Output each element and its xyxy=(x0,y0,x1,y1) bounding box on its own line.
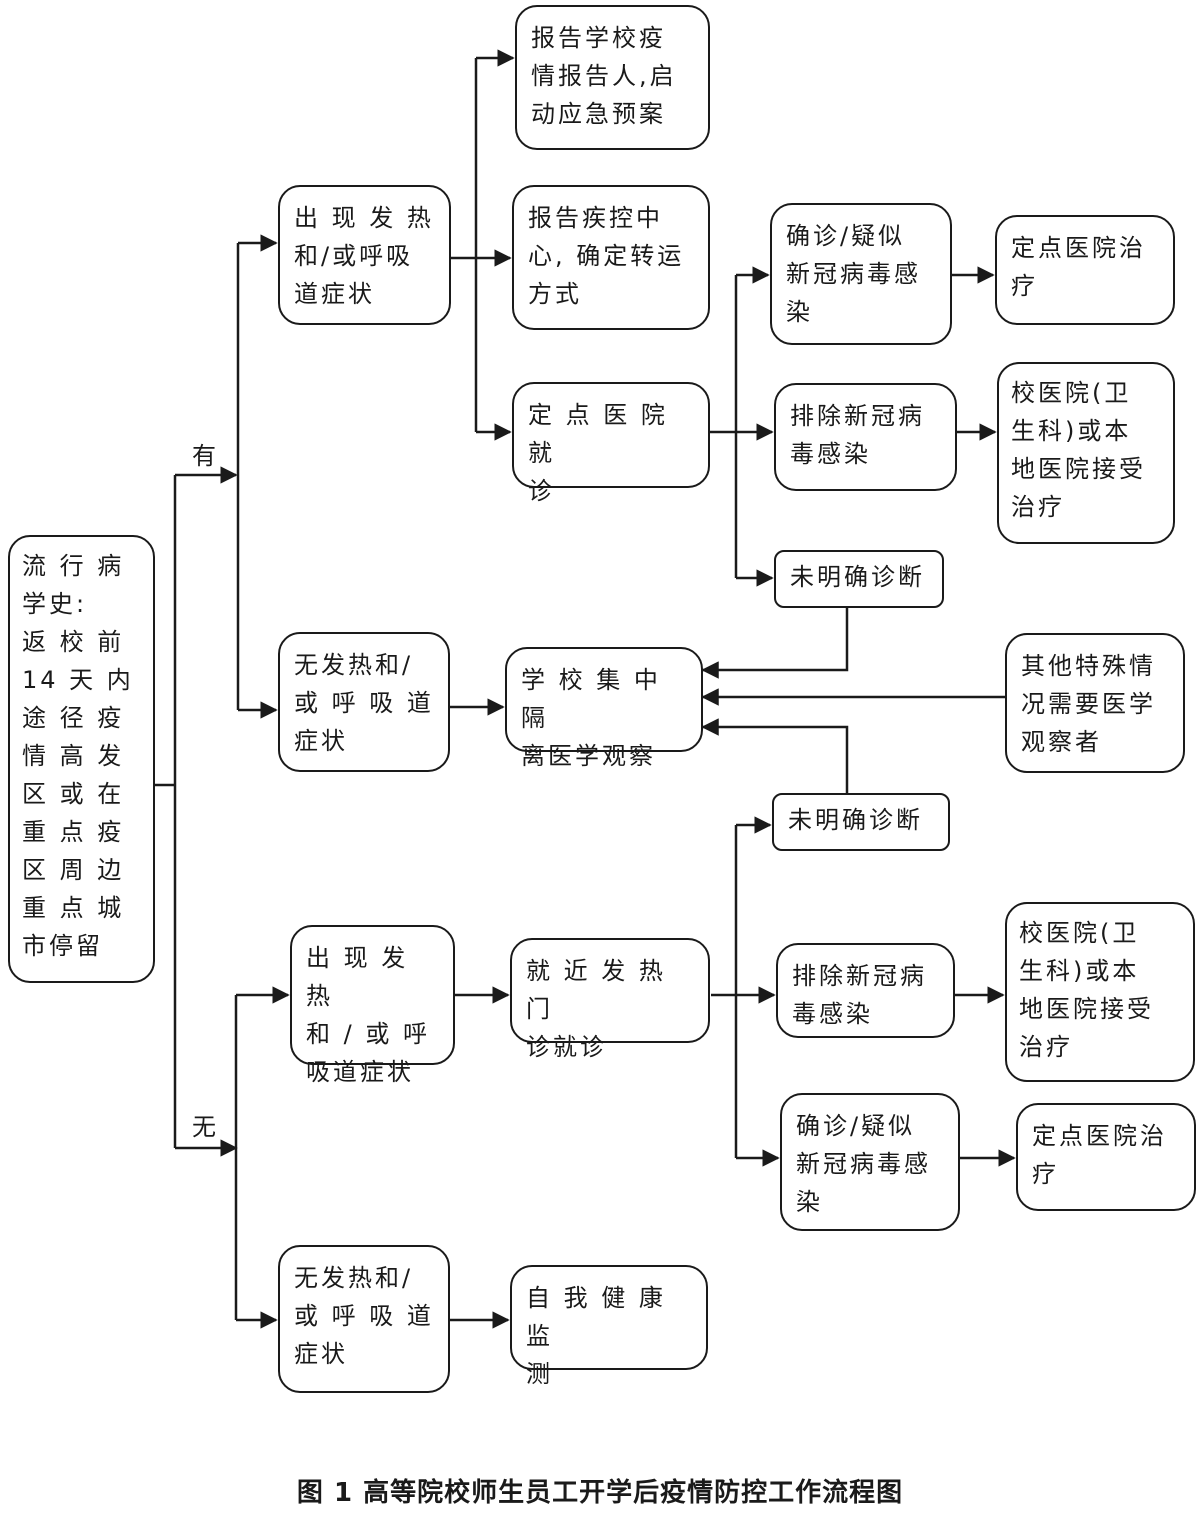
node-no-confirmed: 确诊/疑似 新冠病毒感 染 xyxy=(780,1093,960,1231)
node-text: 报告学校疫 情报告人,启 动应急预案 xyxy=(531,24,677,128)
node-text: 定 点 医 院 就 诊 xyxy=(528,401,668,505)
node-text: 学 校 集 中 隔 离医学观察 xyxy=(521,666,661,770)
node-text: 未明确诊断 xyxy=(788,806,923,834)
node-text: 出 现 发 热 和 / 或 呼 吸道症状 xyxy=(306,944,430,1086)
node-yes-undiagnosed: 未明确诊断 xyxy=(774,550,944,608)
node-yes-local-treatment: 校医院(卫 生科)或本 地医院接受 治疗 xyxy=(997,362,1175,544)
node-other-special-cases: 其他特殊情 况需要医学 观察者 xyxy=(1005,633,1185,773)
node-yes-excluded: 排除新冠病 毒感染 xyxy=(774,383,957,491)
node-text: 报告疾控中 心, 确定转运 方式 xyxy=(528,204,685,308)
node-yes-no-fever: 无发热和/ 或 呼 吸 道 症状 xyxy=(278,632,450,772)
node-text: 定点医院治 疗 xyxy=(1011,234,1146,300)
node-text: 定点医院治 疗 xyxy=(1032,1122,1167,1188)
node-yes-confirmed: 确诊/疑似 新冠病毒感 染 xyxy=(770,203,952,345)
figure-caption: 图 1 高等院校师生员工开学后疫情防控工作流程图 xyxy=(296,1478,904,1508)
node-fever-clinic: 就 近 发 热 门 诊就诊 xyxy=(510,938,710,1061)
node-yes-fever-symptoms: 出 现 发 热 和/或呼吸 道症状 xyxy=(278,185,451,325)
node-no-undiagnosed: 未明确诊断 xyxy=(772,793,950,851)
node-text: 自 我 健 康 监 测 xyxy=(526,1284,666,1388)
node-self-health-monitoring: 自 我 健 康 监 测 xyxy=(510,1265,708,1388)
node-designated-hospital-visit: 定 点 医 院 就 诊 xyxy=(512,382,710,505)
node-report-cdc: 报告疾控中 心, 确定转运 方式 xyxy=(512,185,710,330)
node-text: 就 近 发 热 门 诊就诊 xyxy=(526,957,666,1061)
branch-label-no: 无 xyxy=(192,1113,218,1141)
node-no-no-fever: 无发热和/ 或 呼 吸 道 症状 xyxy=(278,1245,450,1393)
node-no-excluded: 排除新冠病 毒感染 xyxy=(776,943,955,1038)
node-report-school: 报告学校疫 情报告人,启 动应急预案 xyxy=(515,5,710,150)
node-text: 流 行 病 学史: 返 校 前 14 天 内 途 径 疫 情 高 发 区 或 在… xyxy=(22,552,134,960)
node-epidemiological-history: 流 行 病 学史: 返 校 前 14 天 内 途 径 疫 情 高 发 区 或 在… xyxy=(8,535,155,983)
node-text: 出 现 发 热 和/或呼吸 道症状 xyxy=(294,204,434,308)
node-text: 确诊/疑似 新冠病毒感 染 xyxy=(796,1112,931,1216)
node-no-fever-symptoms: 出 现 发 热 和 / 或 呼 吸道症状 xyxy=(290,925,455,1086)
branch-label-yes: 有 xyxy=(192,442,218,470)
node-text: 校医院(卫 生科)或本 地医院接受 治疗 xyxy=(1019,919,1154,1061)
node-text: 排除新冠病 毒感染 xyxy=(790,402,925,468)
node-text: 校医院(卫 生科)或本 地医院接受 治疗 xyxy=(1011,379,1146,521)
node-text: 确诊/疑似 新冠病毒感 染 xyxy=(786,222,921,326)
node-text: 无发热和/ 或 呼 吸 道 症状 xyxy=(294,1264,434,1368)
node-text: 未明确诊断 xyxy=(790,563,925,591)
node-text: 其他特殊情 况需要医学 观察者 xyxy=(1021,652,1156,756)
node-text: 无发热和/ 或 呼 吸 道 症状 xyxy=(294,651,434,755)
node-yes-designated-treatment: 定点医院治 疗 xyxy=(995,215,1175,325)
node-no-local-treatment: 校医院(卫 生科)或本 地医院接受 治疗 xyxy=(1005,902,1195,1082)
node-school-quarantine: 学 校 集 中 隔 离医学观察 xyxy=(505,647,703,770)
node-no-designated-treatment: 定点医院治 疗 xyxy=(1016,1103,1196,1211)
node-text: 排除新冠病 毒感染 xyxy=(792,962,927,1028)
